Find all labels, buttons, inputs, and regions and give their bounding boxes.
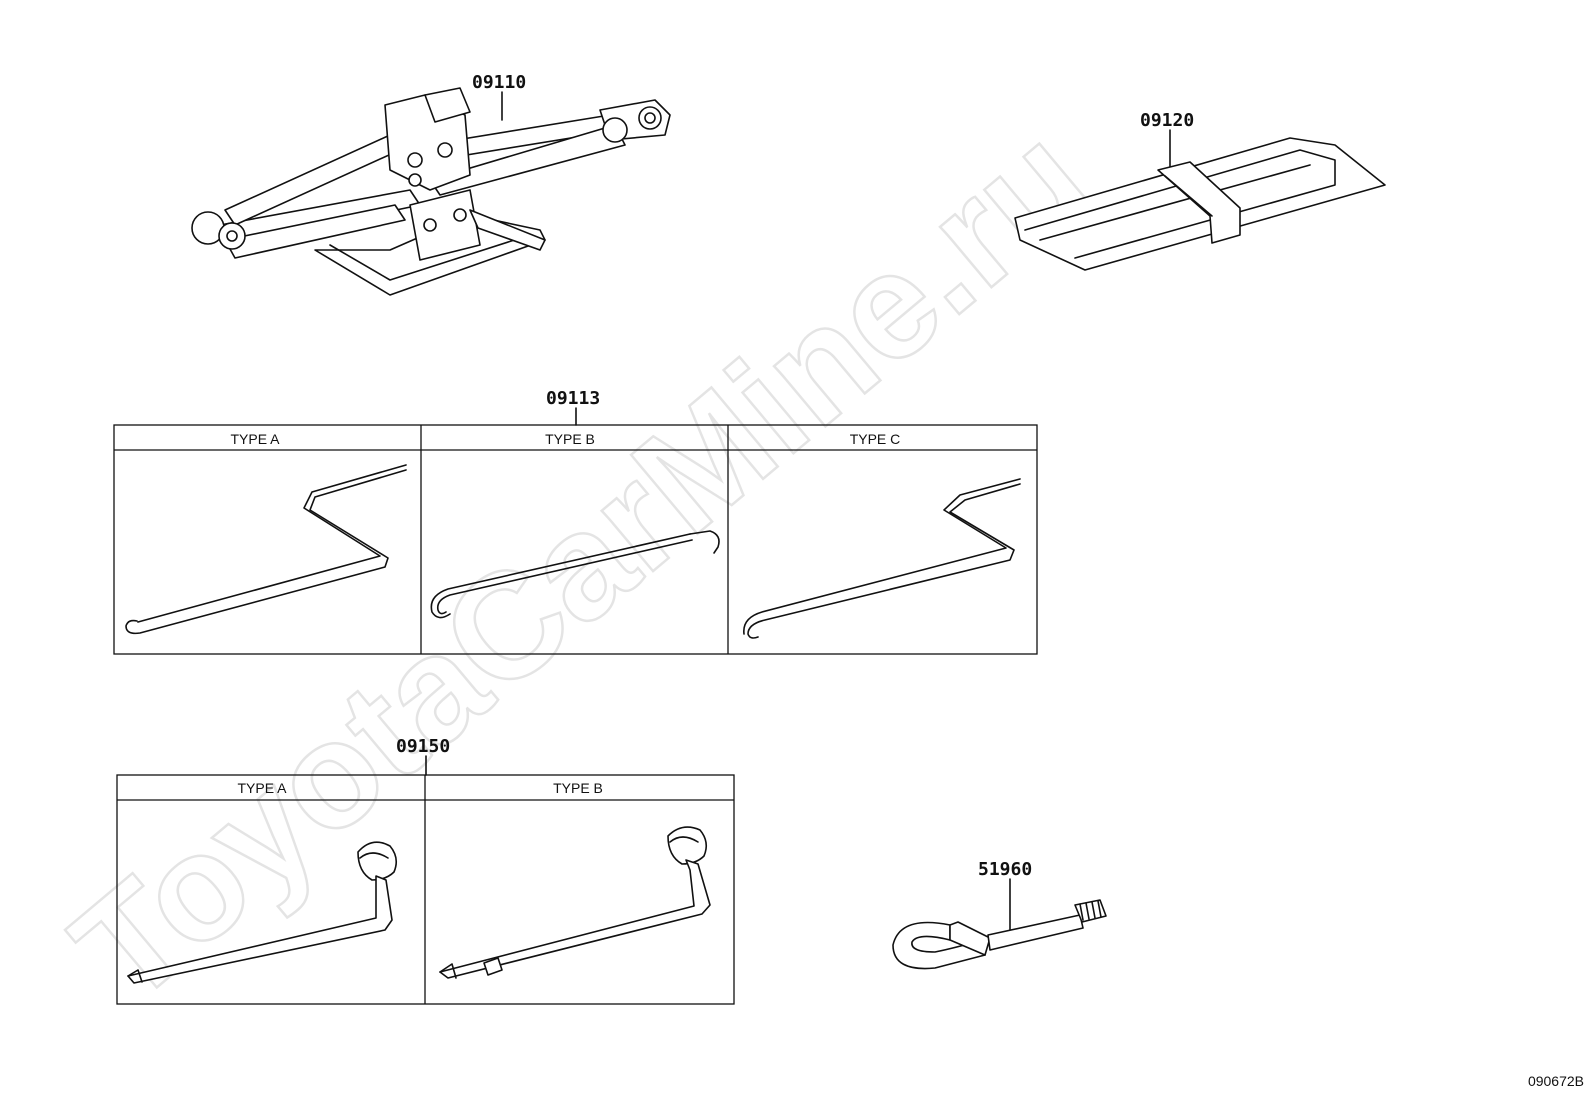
- part-number-09120: 09120: [1140, 110, 1194, 131]
- wheel-wrench-table: TYPE A TYPE B: [116, 774, 735, 1005]
- scissor-jack-icon: [191, 87, 671, 296]
- part-51960[interactable]: 51960: [892, 859, 1107, 970]
- part-09110[interactable]: 09110: [191, 72, 671, 296]
- diagram-code: 090672B: [1528, 1073, 1584, 1089]
- jack-handle-icon: [430, 530, 720, 619]
- tool-bag-icon: [1014, 137, 1386, 271]
- part-09150[interactable]: 09150 TYPE A TYPE B: [116, 736, 735, 1005]
- part-number-09150: 09150: [396, 736, 450, 757]
- type-label-a: TYPE A: [230, 431, 280, 447]
- jack-handle-icon: [743, 478, 1021, 639]
- jack-handle-table: TYPE A TYPE B TYPE C: [113, 424, 1038, 655]
- lug-wrench-icon: [127, 841, 398, 984]
- type-label-c: TYPE C: [850, 431, 901, 447]
- towing-eye-icon: [892, 899, 1107, 970]
- jack-handle-icon: [125, 464, 407, 635]
- type-label-b: TYPE B: [553, 780, 603, 796]
- part-09113[interactable]: 09113 TYPE A TYPE B TYPE C: [113, 388, 1038, 655]
- part-number-51960: 51960: [978, 859, 1032, 880]
- part-09120[interactable]: 09120: [1014, 110, 1386, 271]
- part-number-09110: 09110: [472, 72, 526, 93]
- part-number-09113: 09113: [546, 388, 600, 409]
- type-label-a: TYPE A: [237, 780, 287, 796]
- lug-wrench-icon: [439, 826, 711, 979]
- type-label-b: TYPE B: [545, 431, 595, 447]
